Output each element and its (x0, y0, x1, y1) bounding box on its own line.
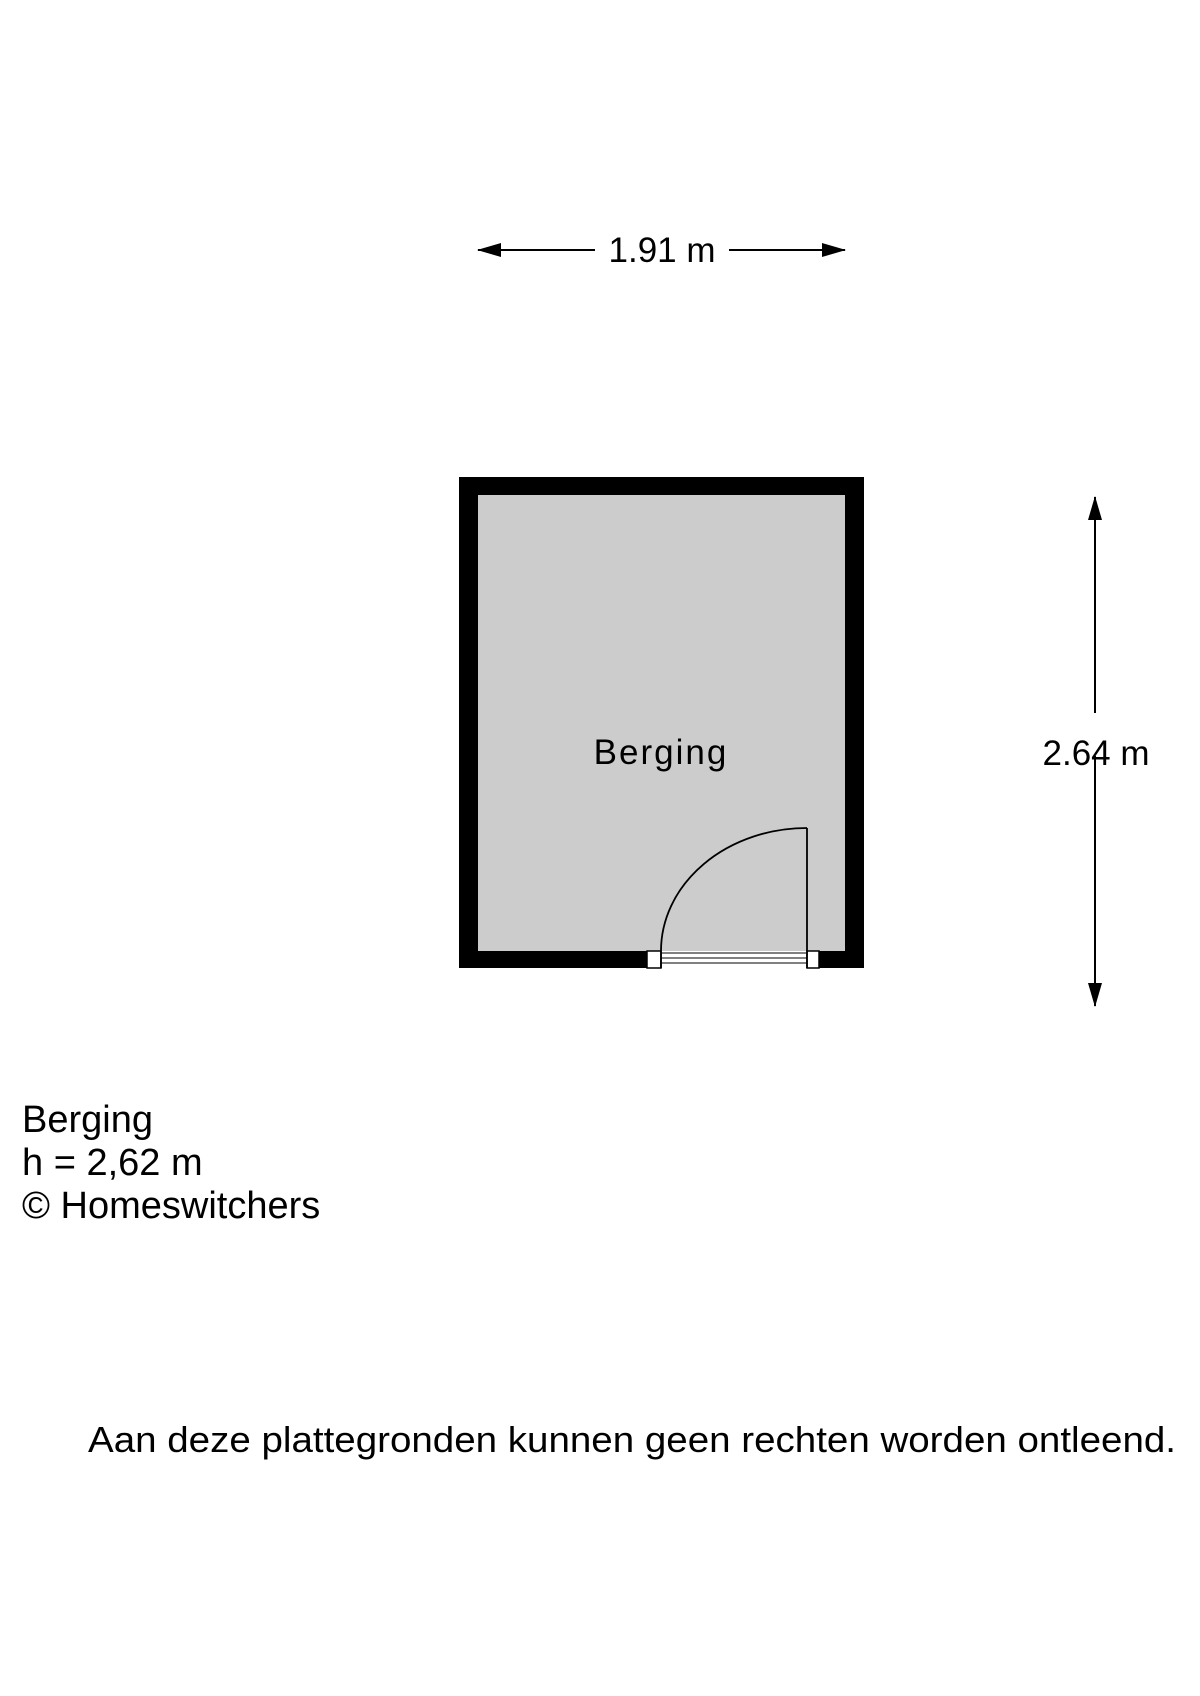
depth-dimension: 2.64 m (1043, 496, 1150, 1007)
disclaimer: Aan deze plattegronden kunnen geen recht… (88, 1419, 1176, 1460)
info-height: h = 2,62 m (22, 1142, 203, 1184)
room-label: Berging (594, 733, 729, 772)
door-swing-arc (660, 827, 808, 968)
width-dimension-label: 1.91 m (609, 231, 716, 270)
depth-dimension-label: 2.64 m (1043, 734, 1150, 773)
door-opening (647, 951, 819, 968)
info-copyright: © Homeswitchers (22, 1185, 320, 1227)
info-room-name: Berging (22, 1099, 153, 1141)
door (646, 827, 820, 969)
width-dimension: 1.91 m (477, 231, 846, 270)
room-floor (478, 495, 845, 951)
